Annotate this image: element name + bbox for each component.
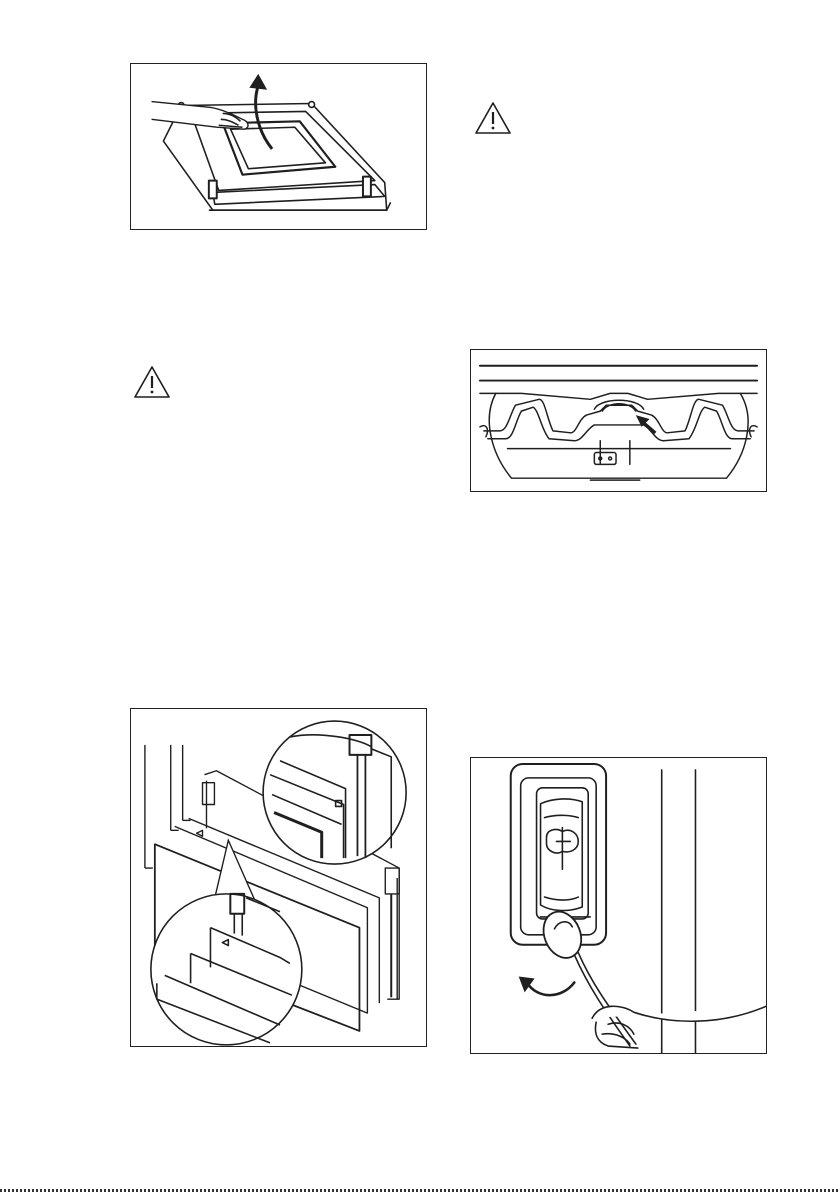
door-glass-panels-figure <box>130 708 427 1047</box>
door-panel-removal-figure <box>130 63 427 230</box>
warning-triangle-icon <box>474 101 512 135</box>
grill-element-illustration <box>471 350 766 491</box>
lamp-cover-illustration <box>471 758 766 1053</box>
warning-icon-right <box>474 101 512 135</box>
warning-triangle-icon <box>133 365 171 399</box>
warning-icon-left <box>133 365 171 399</box>
door-panel-illustration <box>131 64 426 229</box>
oven-lamp-grill-figure <box>470 349 767 492</box>
lamp-cover-removal-figure <box>470 757 767 1054</box>
glass-panels-illustration <box>131 709 426 1046</box>
